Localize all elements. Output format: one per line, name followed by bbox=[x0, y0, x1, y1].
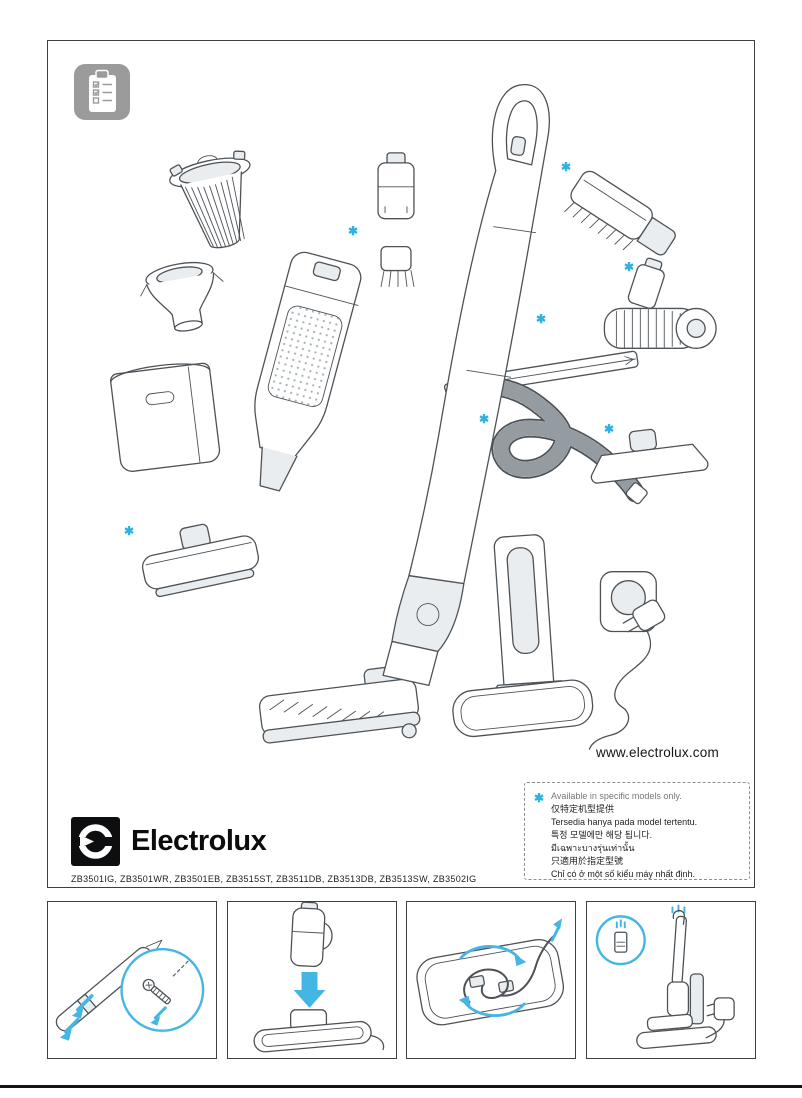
step-charging bbox=[585, 901, 756, 1059]
brand-wordmark: Electrolux bbox=[131, 825, 267, 857]
wind-arrows bbox=[459, 918, 563, 1017]
power-adapter-illustration bbox=[588, 571, 666, 750]
charging-stand-illustration bbox=[452, 534, 594, 738]
note-line-chinese-traditional: 只適用於指定型號 bbox=[551, 856, 624, 866]
instruction-steps bbox=[47, 901, 756, 1059]
parquet-nozzle-illustration bbox=[590, 428, 709, 484]
filter-holder-illustration bbox=[140, 261, 224, 332]
page-bottom-rule bbox=[0, 1085, 802, 1088]
note-line-korean: 특정 모델에만 해당 됩니다. bbox=[551, 830, 653, 840]
zoom-circle-screw bbox=[120, 947, 205, 1032]
asterisk-parquet-nozzle: ✱ bbox=[604, 422, 615, 436]
parts-overview-figure: ✱ ✱ ✱ ✱ ✱ ✱ ✱ www.electrolux.com ✱ Avail… bbox=[47, 40, 755, 888]
asterisk-mattress-nozzle: ✱ bbox=[124, 524, 135, 538]
electrolux-logo-icon bbox=[71, 817, 120, 866]
step-attach-handle bbox=[47, 901, 217, 1059]
note-line-english: Available in specific models only. bbox=[551, 791, 682, 801]
charge-indicator-zoom bbox=[595, 915, 646, 966]
asterisk-dusting-brush: ✱ bbox=[348, 224, 359, 238]
asterisk-flex-hose: ✱ bbox=[479, 412, 490, 426]
screw-arrows bbox=[59, 994, 94, 1041]
turbo-nozzle-illustration bbox=[603, 257, 717, 349]
handheld-vacuum-illustration bbox=[254, 251, 362, 492]
asterisk-crevice-tool: ✱ bbox=[536, 312, 547, 326]
cradle-illustration bbox=[253, 1009, 384, 1053]
note-line-chinese-simplified: 仅特定机型提供 bbox=[551, 804, 615, 814]
asterisk-turbo-nozzle: ✱ bbox=[624, 260, 635, 274]
step-cable-routing bbox=[406, 901, 577, 1059]
plug-mini-illustration bbox=[705, 997, 735, 1039]
fine-filter-illustration bbox=[169, 150, 251, 249]
note-line-indonesian: Tersedia hanya pada model tertentu. bbox=[551, 817, 698, 827]
website-url: www.electrolux.com bbox=[596, 745, 719, 760]
asterisk-note-icon: ✱ bbox=[534, 791, 545, 805]
model-numbers: ZB3501IG, ZB3501WR, ZB3501EB, ZB3515ST, … bbox=[71, 874, 477, 884]
models-note-box: ✱ Available in specific models only. 仅特定… bbox=[524, 782, 750, 880]
step-dock-handheld bbox=[226, 901, 397, 1059]
down-arrow bbox=[293, 972, 326, 1008]
handheld-mini-illustration bbox=[289, 902, 333, 968]
mattress-nozzle-illustration bbox=[141, 523, 260, 598]
note-line-vietnamese: Chỉ có ở một số kiểu máy nhất định. bbox=[551, 869, 695, 879]
parts-diagram bbox=[110, 84, 717, 750]
stick-vacuum-illustration bbox=[258, 84, 550, 744]
upholstery-brush-illustration bbox=[564, 170, 676, 256]
dusting-brush-illustration bbox=[380, 245, 415, 287]
checklist-clipboard-icon bbox=[73, 63, 131, 121]
note-line-thai: มีเฉพาะบางรุ่นเท่านั้น bbox=[551, 843, 635, 853]
vacuum-on-stand-illustration bbox=[636, 904, 717, 1050]
accessory-nozzle-illustration bbox=[377, 152, 415, 220]
asterisk-upholstery-brush: ✱ bbox=[561, 160, 572, 174]
dust-container-illustration bbox=[110, 362, 221, 472]
brand-block: Electrolux bbox=[71, 817, 267, 866]
